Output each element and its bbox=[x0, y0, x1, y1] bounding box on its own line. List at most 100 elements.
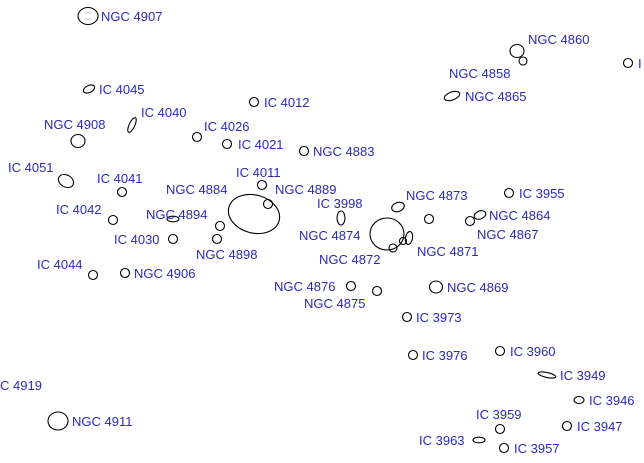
galaxy-label: NGC 4906 bbox=[134, 266, 195, 281]
galaxy-edge-top-right[interactable]: I bbox=[622, 56, 642, 71]
galaxy-ngc-4872[interactable]: NGC 4872 bbox=[319, 243, 398, 267]
galaxy-ngc-4883[interactable]: NGC 4883 bbox=[298, 144, 375, 159]
galaxy-ngc-4875[interactable]: NGC 4875 bbox=[304, 285, 383, 312]
galaxy-marker bbox=[87, 269, 99, 281]
galaxy-label: NGC 4874 bbox=[299, 228, 360, 243]
galaxy-ic-4042[interactable]: IC 4042 bbox=[56, 202, 119, 226]
galaxy-label: NGC 4858 bbox=[449, 66, 510, 81]
galaxy-label: IC 3976 bbox=[422, 348, 468, 363]
galaxy-ic-3963[interactable]: IC 3963 bbox=[419, 433, 486, 448]
galaxy-ngc-4864[interactable]: NGC 4864 bbox=[473, 208, 550, 223]
galaxy-unlabeled-3[interactable] bbox=[398, 236, 408, 246]
galaxy-ic-4021[interactable]: IC 4021 bbox=[221, 137, 284, 152]
galaxy-marker bbox=[388, 243, 398, 253]
galaxy-marker bbox=[509, 43, 525, 59]
galaxy-ic-3955[interactable]: IC 3955 bbox=[503, 186, 565, 201]
galaxy-label: IC 4040 bbox=[141, 105, 187, 120]
galaxy-label: IC 3949 bbox=[560, 368, 606, 383]
galaxy-marker bbox=[211, 233, 223, 245]
galaxy-label: IC 4030 bbox=[114, 232, 160, 247]
galaxy-ic-4012[interactable]: IC 4012 bbox=[248, 95, 310, 110]
galaxy-label: IC 3946 bbox=[589, 393, 635, 408]
galaxy-label: IC 3960 bbox=[510, 344, 556, 359]
galaxy-label: IC 3973 bbox=[416, 310, 462, 325]
galaxy-unlabeled-1[interactable] bbox=[214, 220, 226, 232]
galaxy-ngc-4898[interactable]: NGC 4898 bbox=[196, 233, 257, 263]
galaxy-label: IC 4041 bbox=[97, 171, 143, 186]
galaxy-ngc-4884[interactable]: NGC 4884 bbox=[166, 182, 284, 239]
galaxy-label: NGC 4894 bbox=[146, 207, 207, 222]
galaxy-marker bbox=[407, 349, 419, 361]
galaxy-label: NGC 4867 bbox=[477, 227, 538, 242]
galaxy-marker bbox=[116, 186, 128, 198]
galaxy-ic-4011[interactable]: IC 4011 bbox=[236, 165, 281, 191]
galaxy-label: I bbox=[638, 56, 642, 71]
galaxy-ic-4044[interactable]: IC 4044 bbox=[37, 257, 99, 281]
galaxy-ngc-4869[interactable]: NGC 4869 bbox=[428, 280, 509, 295]
galaxy-ngc-4908[interactable]: NGC 4908 bbox=[44, 117, 105, 149]
galaxy-marker bbox=[227, 193, 281, 235]
galaxy-marker bbox=[537, 371, 557, 379]
galaxy-ngc-4874[interactable]: NGC 4874 bbox=[299, 217, 405, 251]
galaxy-ngc-4876[interactable]: NGC 4876 bbox=[274, 279, 357, 294]
galaxy-marker bbox=[464, 215, 476, 227]
galaxy-label: NGC 4872 bbox=[319, 252, 380, 267]
galaxy-ic-3947[interactable]: IC 3947 bbox=[561, 419, 623, 434]
galaxy-marker bbox=[472, 436, 486, 444]
galaxy-label: NGC 4865 bbox=[465, 89, 526, 104]
galaxy-c-4919[interactable]: C 4919 bbox=[0, 378, 42, 393]
galaxy-ic-4040[interactable]: IC 4040 bbox=[126, 105, 187, 133]
galaxy-label: NGC 4869 bbox=[447, 280, 508, 295]
galaxy-marker bbox=[191, 131, 203, 143]
galaxy-marker bbox=[166, 215, 180, 223]
galaxy-marker bbox=[336, 210, 346, 226]
galaxy-marker bbox=[391, 201, 405, 213]
galaxy-label: NGC 4908 bbox=[44, 117, 105, 132]
galaxy-ngc-4889[interactable]: NGC 4889 bbox=[262, 182, 337, 210]
galaxy-label: NGC 4889 bbox=[275, 182, 336, 197]
galaxy-label: NGC 4884 bbox=[166, 182, 227, 197]
galaxy-ic-4030[interactable]: IC 4030 bbox=[114, 232, 179, 247]
galaxy-label: NGC 4871 bbox=[417, 244, 478, 259]
galaxy-ngc-4907[interactable]: NGC 4907 bbox=[77, 6, 162, 26]
galaxy-marker bbox=[369, 217, 405, 251]
galaxy-ngc-4867[interactable]: NGC 4867 bbox=[464, 215, 539, 243]
galaxy-marker bbox=[345, 280, 357, 292]
galaxy-ic-3973[interactable]: IC 3973 bbox=[401, 310, 462, 325]
galaxy-ic-4041[interactable]: IC 4041 bbox=[97, 171, 143, 198]
galaxy-marker bbox=[561, 420, 573, 432]
galaxy-ngc-4865[interactable]: NGC 4865 bbox=[443, 89, 526, 104]
galaxy-ngc-4906[interactable]: NGC 4906 bbox=[119, 266, 196, 281]
galaxy-label: IC 4026 bbox=[204, 119, 250, 134]
galaxy-marker bbox=[214, 220, 226, 232]
galaxy-marker bbox=[262, 198, 274, 210]
galaxy-ic-4051[interactable]: IC 4051 bbox=[8, 160, 76, 190]
galaxy-marker bbox=[298, 145, 310, 157]
galaxy-ngc-4860[interactable]: NGC 4860 bbox=[509, 32, 589, 59]
galaxy-ngc-4871[interactable]: NGC 4871 bbox=[404, 231, 478, 259]
galaxy-marker bbox=[401, 311, 413, 323]
galaxy-ngc-4858[interactable]: NGC 4858 bbox=[449, 56, 528, 81]
galaxy-ic-3946[interactable]: IC 3946 bbox=[573, 393, 635, 408]
galaxy-ic-3959[interactable]: IC 3959 bbox=[476, 407, 522, 435]
galaxy-ic-3960[interactable]: IC 3960 bbox=[494, 344, 556, 359]
galaxy-label: IC 4021 bbox=[238, 137, 284, 152]
galaxy-ic-4026[interactable]: IC 4026 bbox=[191, 119, 250, 143]
galaxy-label: C 4919 bbox=[0, 378, 42, 393]
galaxy-marker bbox=[423, 213, 435, 225]
galaxy-label: IC 4051 bbox=[8, 160, 54, 175]
galaxy-ic-3957[interactable]: IC 3957 bbox=[498, 441, 560, 456]
galaxy-ic-4045[interactable]: IC 4045 bbox=[82, 82, 145, 97]
galaxy-marker bbox=[256, 179, 268, 191]
galaxy-ngc-4873[interactable]: NGC 4873 bbox=[390, 188, 467, 213]
galaxy-label: NGC 4883 bbox=[313, 144, 374, 159]
galaxy-ngc-4911[interactable]: NGC 4911 bbox=[47, 411, 132, 431]
galaxy-ic-3949[interactable]: IC 3949 bbox=[537, 368, 606, 383]
galaxy-label: IC 4012 bbox=[264, 95, 310, 110]
galaxy-ic-3998[interactable]: IC 3998 bbox=[317, 196, 363, 226]
galaxy-label: IC 3959 bbox=[476, 407, 522, 422]
galaxy-unlabeled-2[interactable] bbox=[423, 213, 435, 225]
galaxy-ngc-4894[interactable]: NGC 4894 bbox=[146, 207, 207, 223]
galaxy-ic-3976[interactable]: IC 3976 bbox=[407, 348, 468, 363]
